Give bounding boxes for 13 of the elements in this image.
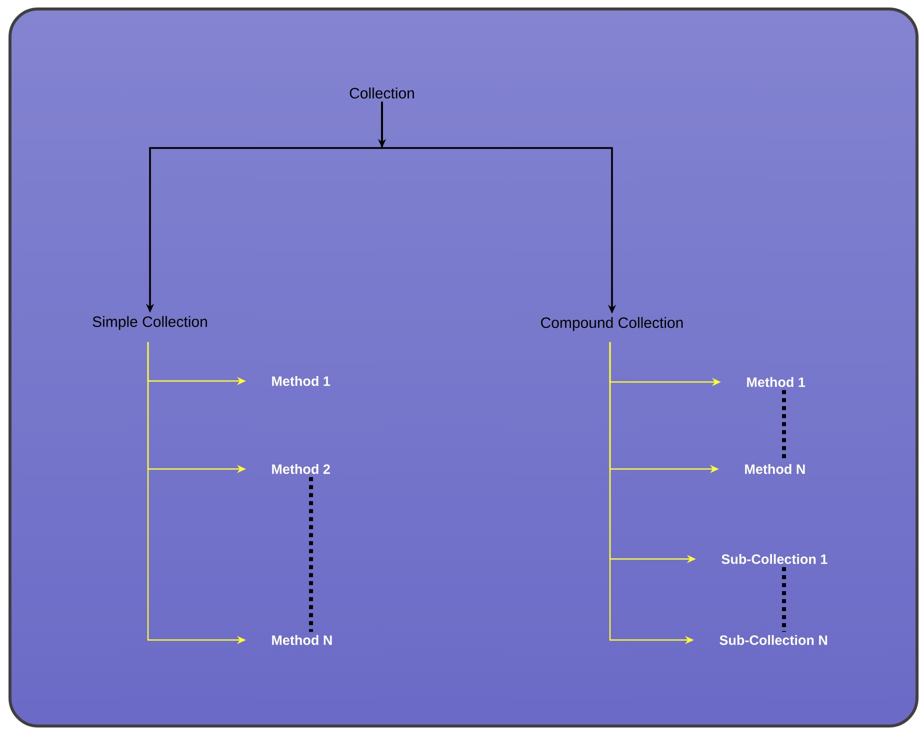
item-label: Sub-Collection N — [720, 635, 828, 645]
heading-label: Collection — [350, 87, 414, 98]
dotted-line — [782, 390, 786, 461]
item-label: Method N — [745, 464, 805, 474]
dotted-line — [782, 567, 786, 632]
heading-label: Simple Collection — [92, 316, 207, 330]
item-label: Sub-Collection 1 — [722, 554, 828, 564]
item-label: Method N — [272, 635, 332, 645]
item-label: Method 1 — [272, 376, 330, 386]
item-label: Method 1 — [747, 377, 806, 387]
heading-label: Compound Collection — [541, 317, 683, 331]
item-label: Method 2 — [272, 464, 330, 474]
dotted-line — [309, 477, 313, 632]
